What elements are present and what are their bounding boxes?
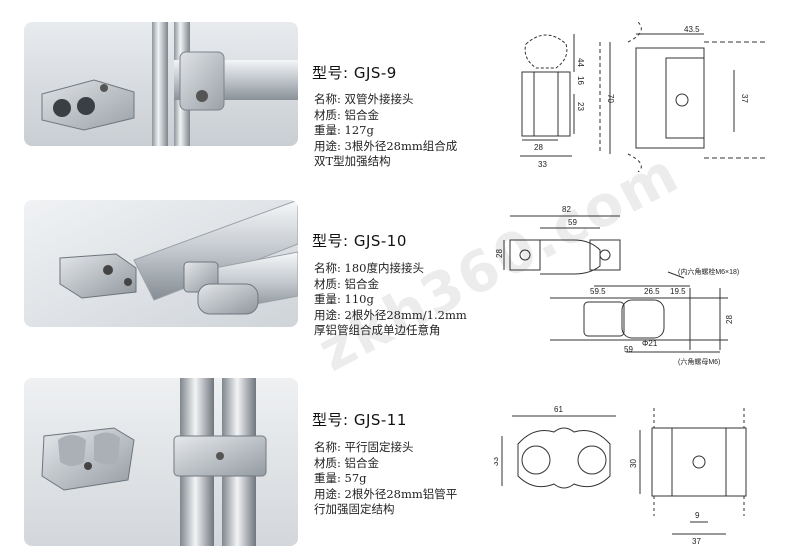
dim-label: 82: [562, 205, 571, 214]
dim-label: Φ21: [642, 339, 658, 348]
product-photo-gjs-9: [24, 22, 298, 146]
spec-line: 行加强固定结构: [314, 502, 395, 516]
dim-label: 9: [695, 511, 700, 520]
spec-line: 材质: 铝合金: [314, 107, 380, 122]
spec-list: 名称: 180度内接接头 材质: 铝合金 重量: 110g 用途: 2根外径28…: [314, 261, 489, 339]
dim-label: 59: [568, 218, 577, 227]
spec-line: 材质: 铝合金: [314, 276, 380, 291]
dim-label: 61: [554, 405, 563, 414]
spec-line: 厚铝管组合成单边任意角: [314, 323, 441, 337]
technical-drawing-gjs-11: 61 33 30 9 37: [494, 405, 747, 546]
dim-label: 28: [725, 315, 734, 324]
spec-line: 名称: 180度内接接头: [314, 261, 424, 275]
spec-line: 重量: 110g: [314, 292, 374, 306]
nut-label: (六角螺母M6): [678, 357, 720, 366]
product-photo-gjs-11: [24, 378, 298, 546]
spec-line: 用途: 2根外径28mm铝管平: [314, 486, 458, 501]
dim-label: 33: [538, 160, 547, 169]
spec-line: 重量: 57g: [314, 471, 367, 485]
dim-label: 59.5: [590, 287, 606, 296]
dim-label: 30: [629, 459, 638, 468]
model-title: 型号: GJS-9: [312, 64, 397, 82]
dim-label: 70: [606, 94, 615, 103]
dim-label: 16: [576, 76, 585, 85]
spec-line: 名称: 双管外接接头: [314, 92, 414, 106]
product-photo-gjs-10: [24, 200, 298, 327]
dim-label: 28: [534, 143, 543, 152]
dim-label: 43.5: [684, 25, 700, 34]
model-title: 型号: GJS-10: [312, 232, 407, 250]
bolt-label: (内六角螺栓M6×18): [678, 267, 739, 276]
spec-list: 名称: 双管外接接头 材质: 铝合金 重量: 127g 用途: 3根外径28mm…: [314, 92, 489, 170]
spec-line: 材质: 铝合金: [314, 455, 380, 470]
dim-label: 26.5: [644, 287, 660, 296]
spec-list: 名称: 平行固定接头 材质: 铝合金 重量: 57g 用途: 2根外径28mm铝…: [314, 440, 489, 518]
dim-label: 44: [576, 58, 585, 67]
spec-line: 重量: 127g: [314, 123, 374, 137]
model-title: 型号: GJS-11: [312, 411, 407, 429]
dim-label: 19.5: [670, 287, 686, 296]
technical-drawing-gjs-10: 82 59 28 59.5 26.5 19.5 28 59 Φ21 (内六角螺栓…: [495, 205, 739, 366]
dim-label: 37: [692, 537, 701, 546]
dim-label: 33: [494, 457, 500, 466]
spec-line: 名称: 平行固定接头: [314, 440, 414, 454]
dim-label: 59: [624, 345, 633, 354]
dim-label: 37: [740, 94, 749, 103]
spec-line: 双T型加强结构: [314, 154, 391, 168]
spec-line: 用途: 3根外径28mm组合成: [314, 138, 458, 153]
dim-label: 23: [576, 102, 585, 111]
dim-label: 28: [495, 249, 504, 258]
spec-line: 用途: 2根外径28mm/1.2mm: [314, 307, 467, 322]
technical-drawing-gjs-9: 44 16 23 28 33 43.5 70 37: [520, 22, 768, 172]
